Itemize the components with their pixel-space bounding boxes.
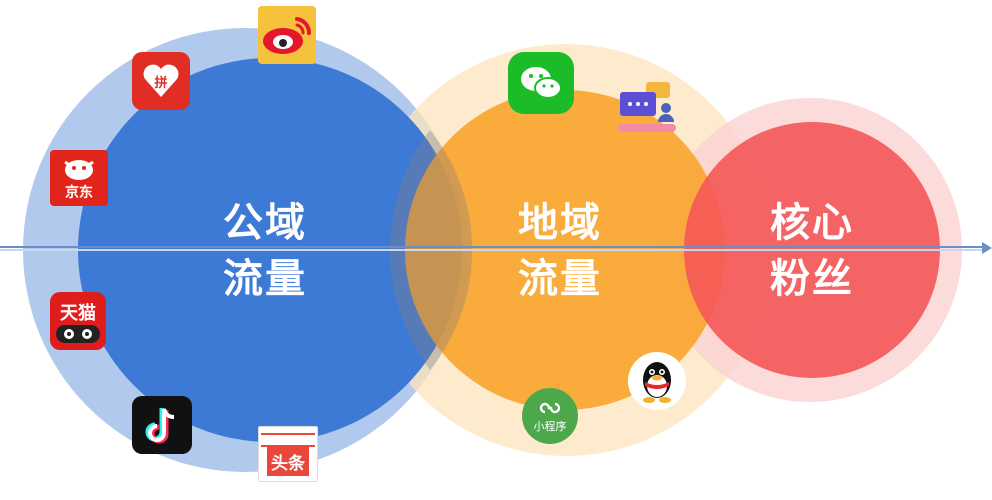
mini-program-text: 小程序 [533, 420, 567, 433]
jd-icon: 京东 [50, 150, 108, 206]
mini-program-icon: 小程序 [522, 388, 578, 444]
tmall-text: 天猫 [60, 303, 96, 324]
community-chat-icon [618, 80, 678, 136]
wechat-icon [508, 52, 574, 114]
private-traffic-label: 地域 流量 [500, 195, 620, 307]
toutiao-text: 头条 [267, 446, 309, 476]
public-traffic-label: 公域 流量 [205, 195, 325, 307]
jd-text: 京东 [65, 185, 93, 201]
toutiao-icon: 头条 [258, 426, 318, 482]
private-traffic-line1: 地域 [518, 200, 602, 246]
toutiao-stripes [261, 432, 315, 447]
tmall-icon: 天猫 [50, 292, 106, 350]
arrow-head [982, 242, 992, 254]
private-traffic-line2: 流量 [518, 256, 602, 302]
public-traffic-line1: 公域 [223, 200, 307, 246]
douyin-icon [132, 396, 192, 454]
pinduoduo-icon: 拼 [132, 52, 190, 110]
core-fans-line2: 粉丝 [770, 256, 854, 302]
core-fans-line1: 核心 [770, 200, 854, 246]
weibo-icon [258, 6, 316, 64]
qq-icon [628, 352, 686, 410]
public-traffic-line2: 流量 [223, 256, 307, 302]
core-fans-label: 核心 粉丝 [752, 195, 872, 307]
pinduoduo-text: 拼 [154, 76, 168, 91]
